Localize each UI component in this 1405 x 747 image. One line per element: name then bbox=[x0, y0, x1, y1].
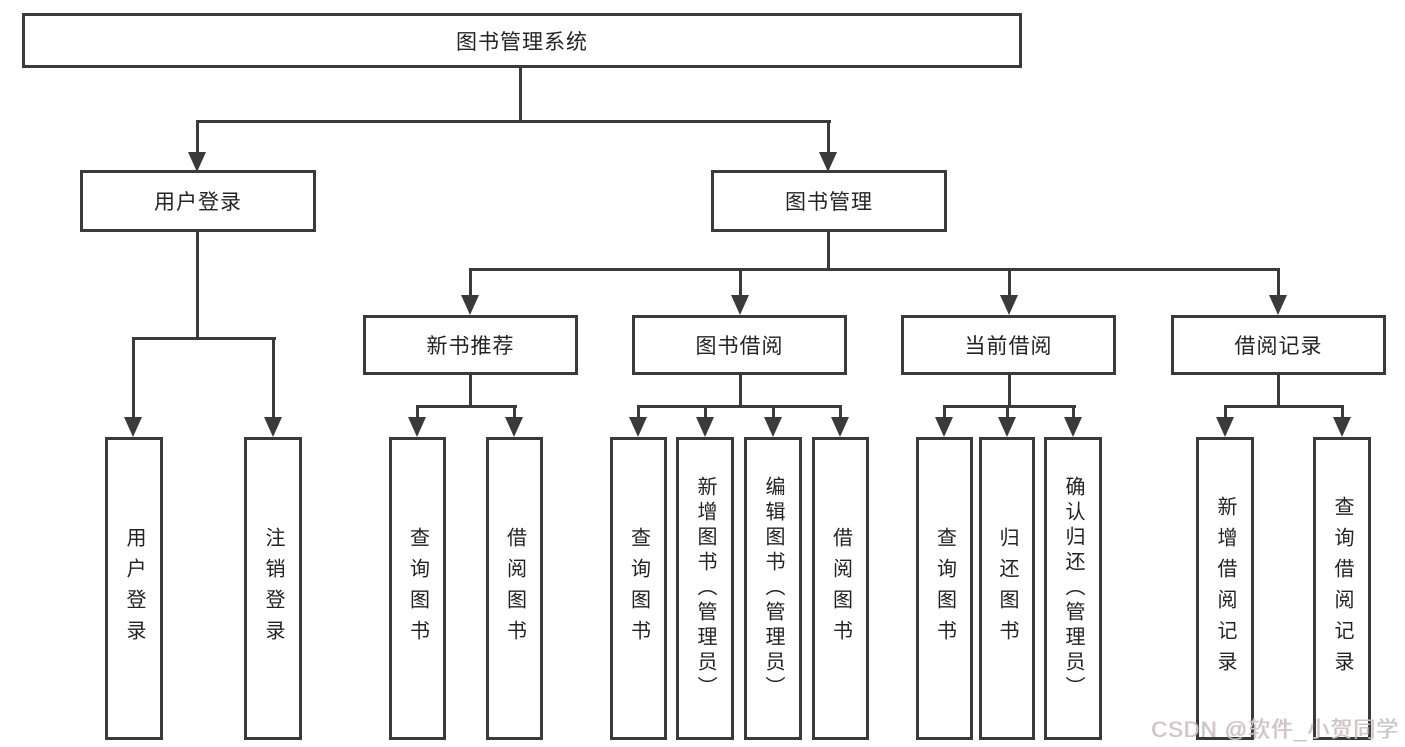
node-current-borrowing: 当前借阅 bbox=[901, 315, 1116, 375]
arrowhead-down-icon bbox=[1064, 417, 1082, 437]
connector-line bbox=[1224, 405, 1227, 420]
arrowhead-down-icon bbox=[188, 152, 206, 172]
node-label: 借阅图书 bbox=[829, 526, 852, 651]
node-label: 新增图书（管理员） bbox=[694, 476, 716, 701]
node-label: 借阅记录 bbox=[1234, 335, 1323, 358]
arrowhead-down-icon bbox=[1333, 417, 1351, 437]
node-label: 新增借阅记录 bbox=[1214, 495, 1236, 682]
connector-line bbox=[513, 405, 516, 420]
connector-line bbox=[1008, 375, 1011, 408]
arrowhead-down-icon bbox=[819, 152, 837, 172]
node-label: 当前借阅 bbox=[964, 335, 1053, 358]
arrowhead-down-icon bbox=[264, 417, 282, 437]
node-label: 用户登录 bbox=[123, 526, 145, 651]
connector-line bbox=[1224, 405, 1344, 408]
leaf-user-login: 用户登录 bbox=[105, 437, 163, 740]
leaf-borrowing-borrow-books: 借阅图书 bbox=[812, 437, 869, 740]
node-label: 图书管理 bbox=[785, 191, 873, 214]
connector-line bbox=[272, 337, 275, 420]
node-book-borrowing: 图书借阅 bbox=[632, 315, 847, 375]
leaf-logout-login: 注销登录 bbox=[244, 437, 302, 740]
connector-line bbox=[943, 405, 1076, 408]
node-label: 编辑图书（管理员） bbox=[762, 476, 784, 701]
connector-line bbox=[196, 120, 199, 155]
node-label: 借阅图书 bbox=[503, 526, 526, 651]
node-label: 查询图书 bbox=[406, 526, 429, 651]
connector-line bbox=[739, 268, 742, 298]
connector-line bbox=[196, 232, 199, 340]
node-label: 新书推荐 bbox=[426, 335, 515, 358]
connector-line bbox=[1006, 405, 1009, 420]
arrowhead-down-icon bbox=[629, 417, 647, 437]
arrowhead-down-icon bbox=[505, 417, 523, 437]
node-book-management: 图书管理 bbox=[711, 170, 947, 232]
connector-line bbox=[469, 268, 1280, 271]
connector-line bbox=[943, 405, 946, 420]
connector-line bbox=[1072, 405, 1075, 420]
connector-line bbox=[827, 232, 830, 271]
connector-line bbox=[196, 120, 831, 123]
node-label: 查询图书 bbox=[933, 526, 956, 651]
node-label: 查询借阅记录 bbox=[1331, 495, 1353, 682]
arrowhead-down-icon bbox=[696, 417, 714, 437]
arrowhead-down-icon bbox=[935, 417, 953, 437]
leaf-add-borrow-record: 新增借阅记录 bbox=[1196, 437, 1254, 740]
leaf-add-books-admin: 新增图书（管理员） bbox=[676, 437, 734, 740]
connector-line bbox=[469, 375, 472, 408]
connector-line bbox=[1277, 268, 1280, 298]
connector-line bbox=[704, 405, 707, 420]
arrowhead-down-icon bbox=[998, 417, 1016, 437]
leaf-borrowing-query-books: 查询图书 bbox=[610, 437, 667, 740]
connector-line bbox=[132, 337, 135, 420]
arrowhead-down-icon bbox=[124, 417, 142, 437]
connector-line bbox=[839, 405, 842, 420]
csdn-watermark: CSDN @软件_小贺同学 bbox=[1150, 717, 1399, 742]
arrowhead-down-icon bbox=[408, 417, 426, 437]
connector-line bbox=[739, 375, 742, 408]
connector-line bbox=[416, 405, 419, 420]
node-label: 查询图书 bbox=[627, 526, 650, 651]
connector-line bbox=[416, 405, 517, 408]
arrowhead-down-icon bbox=[1000, 295, 1018, 315]
arrowhead-down-icon bbox=[1216, 417, 1234, 437]
node-label: 用户登录 bbox=[154, 191, 242, 214]
leaf-current-query-books: 查询图书 bbox=[916, 437, 973, 740]
leaf-confirm-return-admin: 确认归还（管理员） bbox=[1044, 437, 1102, 740]
node-new-book-recommend: 新书推荐 bbox=[363, 315, 578, 375]
leaf-return-books: 归还图书 bbox=[979, 437, 1035, 740]
arrowhead-down-icon bbox=[461, 295, 479, 315]
arrowhead-down-icon bbox=[1269, 295, 1287, 315]
leaf-recommend-borrow-books: 借阅图书 bbox=[486, 437, 543, 740]
connector-line bbox=[1277, 375, 1280, 408]
leaf-edit-books-admin: 编辑图书（管理员） bbox=[744, 437, 802, 740]
connector-line bbox=[827, 120, 830, 155]
arrowhead-down-icon bbox=[731, 295, 749, 315]
node-label: 注销登录 bbox=[262, 526, 284, 651]
leaf-recommend-query-books: 查询图书 bbox=[389, 437, 446, 740]
connector-line bbox=[772, 405, 775, 420]
connector-line bbox=[132, 337, 276, 340]
connector-line bbox=[637, 405, 842, 408]
connector-line bbox=[1008, 268, 1011, 298]
arrowhead-down-icon bbox=[831, 417, 849, 437]
connector-line bbox=[637, 405, 640, 420]
leaf-query-borrow-record: 查询借阅记录 bbox=[1313, 437, 1371, 740]
node-borrowing-records: 借阅记录 bbox=[1171, 315, 1386, 375]
connector-line bbox=[519, 68, 522, 123]
connector-line bbox=[469, 268, 472, 298]
node-label: 图书管理系统 bbox=[456, 30, 588, 54]
node-library-management-system: 图书管理系统 bbox=[22, 13, 1022, 68]
arrowhead-down-icon bbox=[764, 417, 782, 437]
node-user-login-branch: 用户登录 bbox=[80, 170, 316, 232]
node-label: 确认归还（管理员） bbox=[1062, 476, 1084, 701]
connector-line bbox=[1341, 405, 1344, 420]
node-label: 图书借阅 bbox=[695, 335, 784, 358]
node-label: 归还图书 bbox=[996, 526, 1018, 651]
